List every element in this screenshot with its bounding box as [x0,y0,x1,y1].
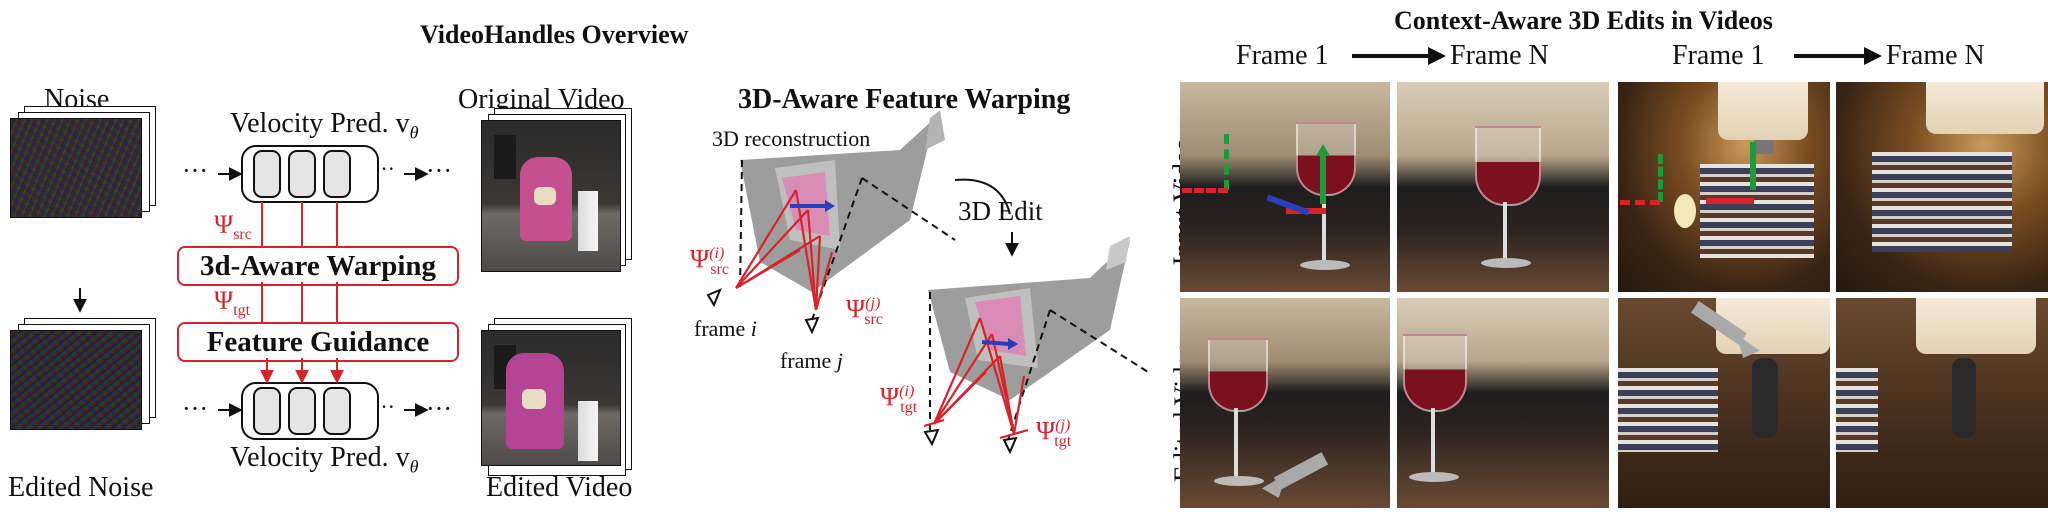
original-video-image [481,120,621,272]
edits-title: Context-Aware 3D Edits in Videos [1394,6,1773,35]
ellipsis-bottom-left: ··· [182,394,208,423]
feature-rays-bottom [923,317,1029,440]
ellipsis-bottom-right: ··· [426,394,452,423]
frame1-header-a: Frame 1 [1236,40,1329,71]
camera-i-bottom-icon [923,428,940,447]
edited-noise-label: Edited Noise [8,472,154,503]
edited-noise-image [10,330,142,430]
lamp-edited-frame1 [1618,298,1830,508]
psi-src-label: Ψsrc [214,210,252,244]
ellipsis-top-right: ··· [426,156,452,185]
psi-tgt-label: Ψtgt [214,286,251,320]
wine-input-frameN [1397,82,1609,292]
warping-title: 3D-Aware Feature Warping [738,84,1071,115]
edit-arrow-bottom [981,340,1011,346]
frameN-header-b: Frame N [1886,40,1985,71]
edited-video-label: Edited Video [486,472,633,503]
guidance-box: Feature Guidance [177,322,459,362]
lamp-edited-frameN [1836,298,2048,508]
wine-edited-frameN [1397,298,1609,508]
psi-src-i: Ψ(i)src [690,244,729,278]
wine-input-frame1 [1180,82,1390,292]
psi-tgt-j: Ψ(j)tgt [1036,416,1072,450]
frame-cones-bottom [929,292,1149,441]
camera-j-bottom-icon [1002,436,1018,455]
wine-edited-frame1 [1180,298,1390,508]
psi-src-j: Ψ(j)src [846,294,883,328]
warping-box: 3d-Aware Warping [177,246,459,286]
frame-j-label: frame j [780,348,843,373]
frame1-header-b: Frame 1 [1672,40,1765,71]
overview-title: VideoHandles Overview [420,20,689,49]
psi-tgt-i: Ψ(i)tgt [880,382,918,416]
frameN-header-a: Frame N [1450,40,1549,71]
frame-i-label: frame i [694,316,757,341]
edit-curve [954,178,1011,215]
feature-rays-top [735,189,834,311]
camera-j-icon [804,316,820,335]
velocity-label-bottom: Velocity Pred. vθ [230,442,419,477]
recon-label: 3D reconstruction [712,126,871,151]
velocity-label-top: Velocity Pred. vθ [230,108,419,143]
lamp-input-frameN [1836,82,2048,292]
camera-i-icon [706,288,722,308]
ellipsis-top-left: ··· [182,156,208,185]
lamp-input-frame1 [1618,82,1830,292]
edit-label: 3D Edit [958,196,1043,226]
noise-image [10,118,142,218]
edited-video-image [481,330,621,466]
